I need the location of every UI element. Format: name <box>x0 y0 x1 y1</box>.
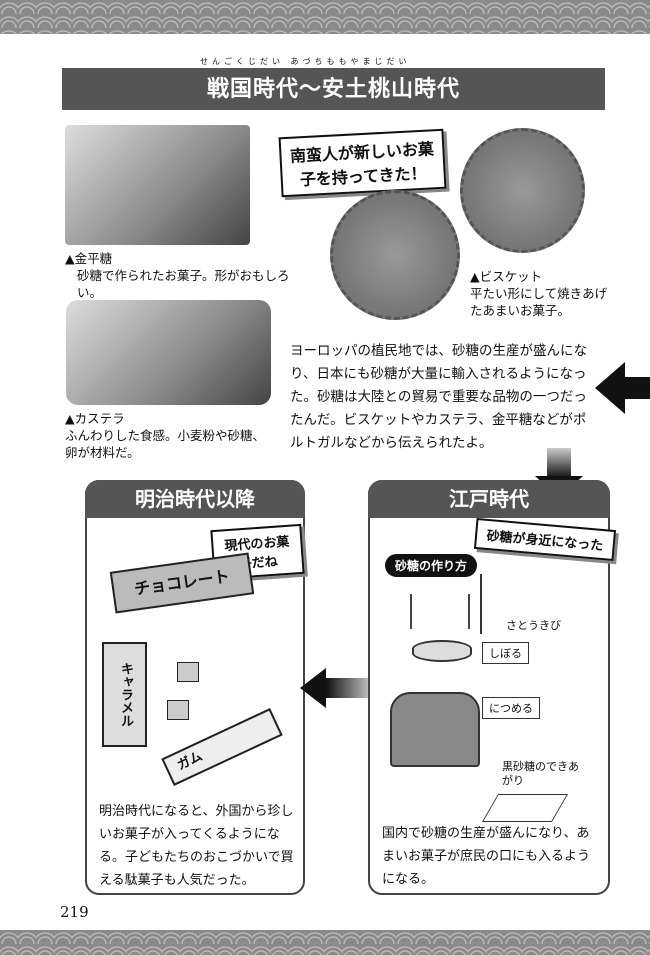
brown-sugar-illustration <box>481 794 569 822</box>
sugar-howto-label: 砂糖の作り方 <box>385 554 478 577</box>
biscuit-image-1 <box>330 190 460 320</box>
edo-header: 江戸時代 <box>368 480 610 518</box>
caramel-illustration: キャラメル <box>102 642 147 747</box>
meiji-section: 明治時代以降 現代のお菓子だね チョコレート キャラメル ガム 明治時代になると… <box>85 480 305 895</box>
result-label: 黒砂糖のできあがり <box>502 760 579 787</box>
konpeito-desc: 砂糖で作られたお菓子。形がおもしろい。 <box>77 268 290 300</box>
boil-label: につめる <box>482 697 540 719</box>
edo-section: 江戸時代 砂糖が身近になった 砂糖の作り方 さとうきび しぼる につめる 黒砂糖… <box>368 480 617 895</box>
sugarcane-illustration <box>480 574 510 634</box>
header-pattern-band <box>0 0 650 34</box>
castella-desc: ふんわりした食感。小麦粉や砂糖、卵が材料だ。 <box>65 428 266 460</box>
edo-text: 国内で砂糖の生産が盛んになり、あまいお菓子が庶民の口にも入るようになる。 <box>382 826 591 887</box>
main-paragraph: ヨーロッパの植民地では、砂糖の生産が盛んになり、日本にも砂糖が大量に輸入されるよ… <box>290 343 587 451</box>
caramel-piece <box>167 700 189 720</box>
biscuit-desc: 平たい形にして焼きあげたあまいお菓子。 <box>470 286 608 318</box>
title-ruby: せんごくじだい あづちももやまじだい <box>200 57 411 66</box>
chocolate-illustration: チョコレート <box>109 552 255 614</box>
edo-speech-bubble: 砂糖が身近になった <box>473 517 617 562</box>
page-title: 戦国時代〜安土桃山時代 <box>62 68 605 110</box>
meiji-left-arrow-icon <box>300 668 381 708</box>
down-arrow-shaft <box>547 448 571 478</box>
biscuit-image-2 <box>460 128 585 253</box>
konpeito-name: ▲金平糖 <box>65 251 113 266</box>
biscuit-caption: ▲ビスケット 平たい形にして焼きあげたあまいお菓子。 <box>470 268 610 319</box>
left-arrow-icon <box>595 362 650 414</box>
castella-name: ▲カステラ <box>65 411 125 426</box>
stove-illustration <box>390 692 480 767</box>
tub-illustration <box>412 640 472 662</box>
press-illustration <box>410 594 470 629</box>
page-number: 219 <box>60 903 89 921</box>
nanban-speech-bubble: 南蛮人が新しいお菓子を持ってきた！ <box>278 128 447 198</box>
konpeito-photo <box>65 125 250 245</box>
footer-pattern-band <box>0 930 650 955</box>
castella-photo <box>66 300 271 405</box>
caramel-piece <box>177 662 199 682</box>
meiji-text: 明治時代になると、外国から珍しいお菓子が入ってくるようになる。子どもたちのおこづ… <box>99 804 294 888</box>
meiji-header: 明治時代以降 <box>85 480 305 518</box>
sugarcane-label: さとうきび <box>506 619 561 632</box>
biscuit-name: ▲ビスケット <box>470 269 543 284</box>
squeeze-label: しぼる <box>482 642 529 664</box>
castella-caption: ▲カステラ ふんわりした食感。小麦粉や砂糖、卵が材料だ。 <box>65 410 265 461</box>
konpeito-caption: ▲金平糖 砂糖で作られたお菓子。形がおもしろい。 <box>65 250 295 301</box>
